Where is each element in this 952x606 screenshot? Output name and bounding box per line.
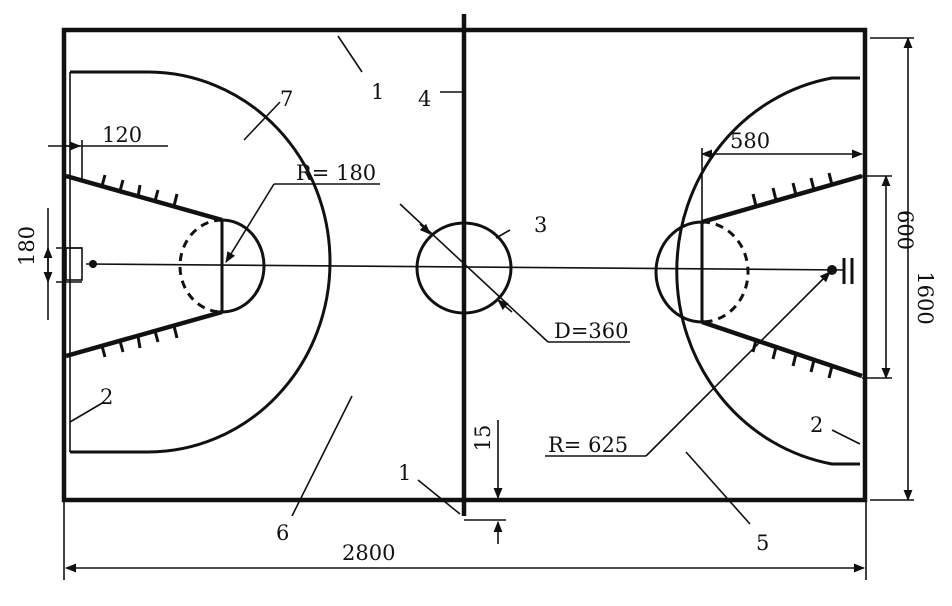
dim-r625: R= 625	[548, 433, 628, 457]
center-circle	[415, 221, 513, 315]
dim-r180: R= 180	[296, 161, 376, 185]
right-trapezoid-top	[701, 173, 863, 225]
right-lane-marks	[751, 172, 834, 379]
left-three-point-arc	[70, 70, 332, 454]
label-1-bottom: 1	[398, 461, 411, 485]
label-3: 3	[534, 213, 547, 237]
label-6: 6	[276, 521, 289, 545]
dim-2800: 2800	[342, 541, 395, 565]
left-lane-marks	[100, 174, 179, 358]
dim-180: 180	[15, 226, 39, 266]
right-trapezoid-bottom	[701, 319, 863, 379]
right-half	[545, 36, 914, 502]
dim-120: 120	[102, 123, 142, 147]
left-trapezoid-top	[65, 173, 223, 223]
court-axis	[85, 263, 846, 271]
dim-580: 580	[730, 129, 770, 153]
dim-600: 600	[893, 210, 917, 250]
right-free-throw-arc	[654, 220, 703, 324]
left-free-throw-arc	[221, 218, 266, 314]
label-5: 5	[756, 531, 769, 555]
label-4: 4	[418, 87, 431, 111]
dim-15: 15	[471, 425, 495, 452]
left-free-throw-arc-dashed	[178, 218, 223, 314]
label-1-top: 1	[371, 80, 384, 104]
left-basket-box	[65, 247, 83, 281]
right-free-throw-arc-dashed	[701, 220, 750, 324]
left-trapezoid-bottom	[65, 309, 223, 359]
dim-d360: D=360	[554, 319, 629, 343]
label-2-right: 2	[810, 413, 823, 437]
right-three-point-arc	[675, 76, 860, 466]
label-2-left: 2	[100, 385, 113, 409]
dim-1600: 1600	[913, 271, 937, 324]
left-basket	[89, 260, 97, 268]
label-7: 7	[280, 87, 293, 111]
left-half	[43, 70, 380, 454]
